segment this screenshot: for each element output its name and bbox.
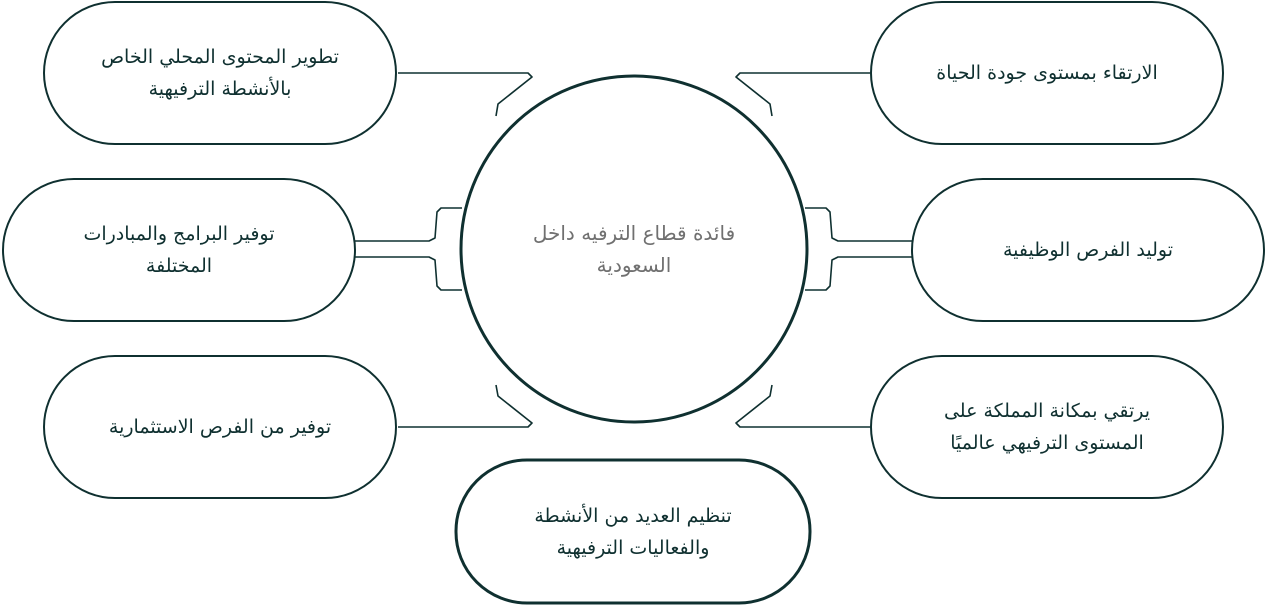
connector-investment	[398, 384, 533, 428]
node-shape-local-content	[43, 1, 397, 145]
connector-programs-lower	[355, 256, 462, 291]
connectors	[355, 72, 912, 428]
connector-quality-of-life	[735, 72, 870, 117]
node-programs: توفير البرامج والمبادرات المختلفة	[31, 205, 327, 295]
node-events: تنظيم العديد من الأنشطة والفعاليات الترف…	[476, 487, 790, 577]
node-label-local-content: تطوير المحتوى المحلي الخاص بالأنشطة التر…	[101, 46, 339, 100]
node-shape-events	[454, 458, 812, 605]
center-text: فائدة قطاع الترفيه داخل السعودية	[532, 221, 736, 277]
center-label: فائدة قطاع الترفيه داخل السعودية	[514, 204, 754, 294]
node-label-programs: توفير البرامج والمبادرات المختلفة	[83, 223, 275, 277]
center-circle	[459, 74, 809, 424]
node-investment: توفير من الفرص الاستثمارية	[54, 382, 386, 472]
node-quality-of-life: الارتقاء بمستوى جودة الحياة	[881, 28, 1213, 118]
node-label-quality-of-life: الارتقاء بمستوى جودة الحياة	[936, 62, 1158, 84]
node-label-job-opportunities: توليد الفرص الوظيفية	[1002, 239, 1174, 261]
node-kingdom-status: يرتقي بمكانة المملكة على المستوى الترفيه…	[889, 382, 1205, 472]
connector-job-opportunities-lower	[805, 256, 912, 291]
node-shape-programs	[2, 178, 356, 322]
node-shape-investment	[43, 355, 397, 499]
node-job-opportunities: توليد الفرص الوظيفية	[922, 205, 1254, 295]
node-shape-job-opportunities	[911, 178, 1265, 322]
connector-kingdom-status	[735, 384, 870, 428]
node-label-kingdom-status: يرتقي بمكانة المملكة على المستوى الترفيه…	[943, 400, 1151, 454]
node-shape-kingdom-status	[870, 355, 1224, 499]
connector-programs	[355, 207, 462, 242]
node-label-events: تنظيم العديد من الأنشطة والفعاليات الترف…	[534, 505, 732, 559]
node-label-investment: توفير من الفرص الاستثمارية	[108, 416, 332, 438]
connector-job-opportunities	[805, 207, 912, 242]
node-local-content: تطوير المحتوى المحلي الخاص بالأنشطة التر…	[54, 28, 386, 118]
connector-local-content	[398, 72, 533, 117]
node-shape-quality-of-life	[870, 1, 1224, 145]
